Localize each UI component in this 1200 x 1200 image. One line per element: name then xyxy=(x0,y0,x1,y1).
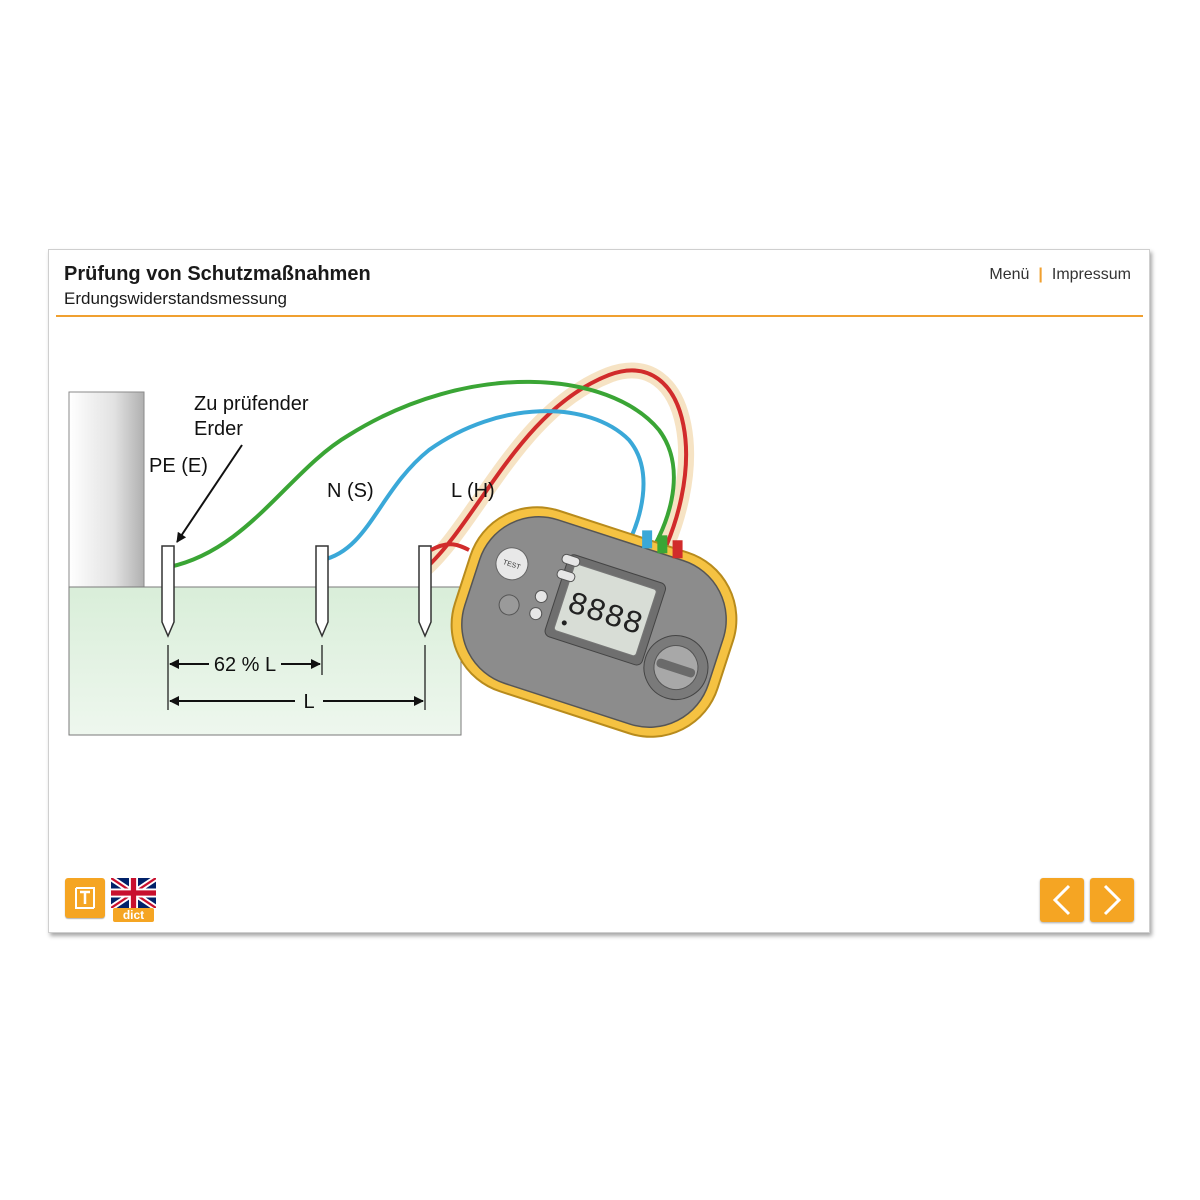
building-wall xyxy=(68,391,145,589)
dict-label: dict xyxy=(113,908,154,922)
label-n: N (S) xyxy=(327,480,374,502)
nav-separator: | xyxy=(1038,266,1043,283)
wire-red xyxy=(423,368,688,582)
electrode-pe xyxy=(161,545,175,638)
terms-button[interactable] xyxy=(65,878,105,918)
wire-red-lead xyxy=(430,542,470,552)
prev-button[interactable] xyxy=(1040,878,1084,922)
uk-flag-icon xyxy=(111,878,156,908)
terms-icon xyxy=(75,887,95,909)
dim-62-label: 62 % L xyxy=(214,654,276,676)
menu-link[interactable]: Menü xyxy=(989,266,1030,283)
footer-tools: dict xyxy=(65,878,156,923)
chevron-right-icon xyxy=(1103,884,1122,916)
header-divider xyxy=(56,315,1143,317)
earth-resistance-diagram: Zu prüfender Erder PE (E) N (S) L (H) 62… xyxy=(68,362,738,738)
app-window: Prüfung von Schutzmaßnahmen Erdungswider… xyxy=(48,249,1150,933)
pointer-arrow xyxy=(176,444,243,543)
electrode-l xyxy=(418,545,432,638)
label-pe: PE (E) xyxy=(149,455,208,477)
label-test-earth-line2: Erder xyxy=(194,418,243,440)
top-navigation: Menü | Impressum xyxy=(989,266,1131,284)
label-test-earth-line1: Zu prüfender xyxy=(194,393,309,415)
page-subtitle: Erdungswiderstandsmessung xyxy=(64,289,288,308)
dictionary-button[interactable]: dict xyxy=(111,878,156,923)
imprint-link[interactable]: Impressum xyxy=(1051,266,1131,283)
chevron-left-icon xyxy=(1052,884,1071,916)
wire-blue xyxy=(321,409,646,562)
insulation-tester-device: 8888 TEST xyxy=(450,506,738,738)
page-title: Prüfung von Schutzmaßnahmen xyxy=(64,263,371,285)
ground-area xyxy=(68,586,462,736)
page-navigation xyxy=(1040,878,1134,922)
label-l: L (H) xyxy=(451,480,495,502)
next-button[interactable] xyxy=(1090,878,1134,922)
wire-green xyxy=(168,379,676,572)
dim-l-label: L xyxy=(303,691,314,713)
electrode-n xyxy=(315,545,329,638)
